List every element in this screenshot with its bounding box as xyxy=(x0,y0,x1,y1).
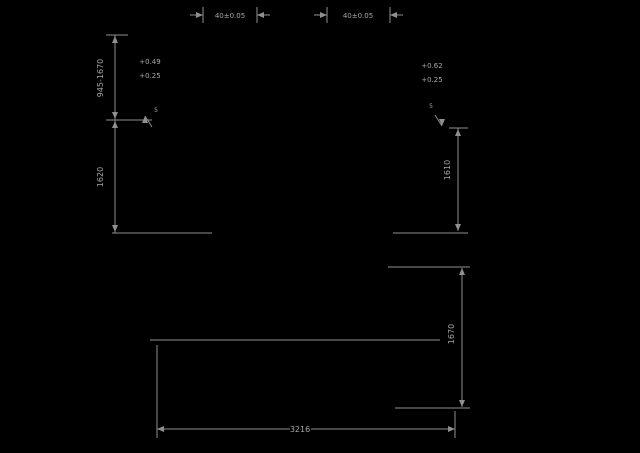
arrowhead-up xyxy=(112,36,118,43)
arrowhead-down xyxy=(112,112,118,119)
arrowhead-left xyxy=(257,12,264,18)
dim-right-upper: 1610 xyxy=(442,127,468,231)
right-upper-label: 1610 xyxy=(443,160,452,180)
leader-line xyxy=(434,114,443,127)
dim-top-right-label: 40±0.05 xyxy=(343,12,373,20)
arrowhead-right xyxy=(320,12,327,18)
right-tol-upper-label: +0.62 xyxy=(421,62,442,70)
leader-arrowhead xyxy=(142,116,148,123)
arrowhead-right xyxy=(448,426,455,432)
arrowhead-down xyxy=(459,400,465,407)
left-tol-upper-label: +0.49 xyxy=(139,58,160,66)
dim-bottom-width: 3216 xyxy=(156,345,456,438)
callout-right-tolerances: +0.62 +0.25 5 xyxy=(420,61,445,127)
left-leader-label: 5 xyxy=(154,107,158,114)
callout-left-tolerances: +0.49 +0.25 5 xyxy=(138,57,162,128)
arrowhead-left xyxy=(390,12,397,18)
right-leader-label: 5 xyxy=(429,103,433,110)
left-lower-label: 1620 xyxy=(96,167,105,187)
left-range-label: 945-1670 xyxy=(96,59,105,98)
dim-right-lower: 1670 xyxy=(446,268,465,407)
part-outline xyxy=(112,232,470,409)
arrowhead-up xyxy=(112,121,118,128)
arrowhead-up xyxy=(459,268,465,275)
arrowhead-left xyxy=(157,426,164,432)
dim-top-left: 40±0.05 xyxy=(190,7,270,23)
dim-top-right: 40±0.05 xyxy=(314,7,403,23)
leader-arrowhead xyxy=(439,119,445,126)
right-lower-label: 1670 xyxy=(447,324,456,344)
right-tol-lower-label: +0.25 xyxy=(421,76,442,84)
arrowhead-right xyxy=(196,12,203,18)
arrowhead-down xyxy=(455,224,461,231)
dim-left-vertical: 945-1670 1620 xyxy=(95,34,152,233)
arrowhead-up xyxy=(455,129,461,136)
arrowhead-down xyxy=(112,225,118,232)
left-tol-lower-label: +0.25 xyxy=(139,72,160,80)
dim-top-left-label: 40±0.05 xyxy=(215,12,245,20)
bottom-width-label: 3216 xyxy=(290,425,310,434)
leader-line xyxy=(144,115,153,128)
